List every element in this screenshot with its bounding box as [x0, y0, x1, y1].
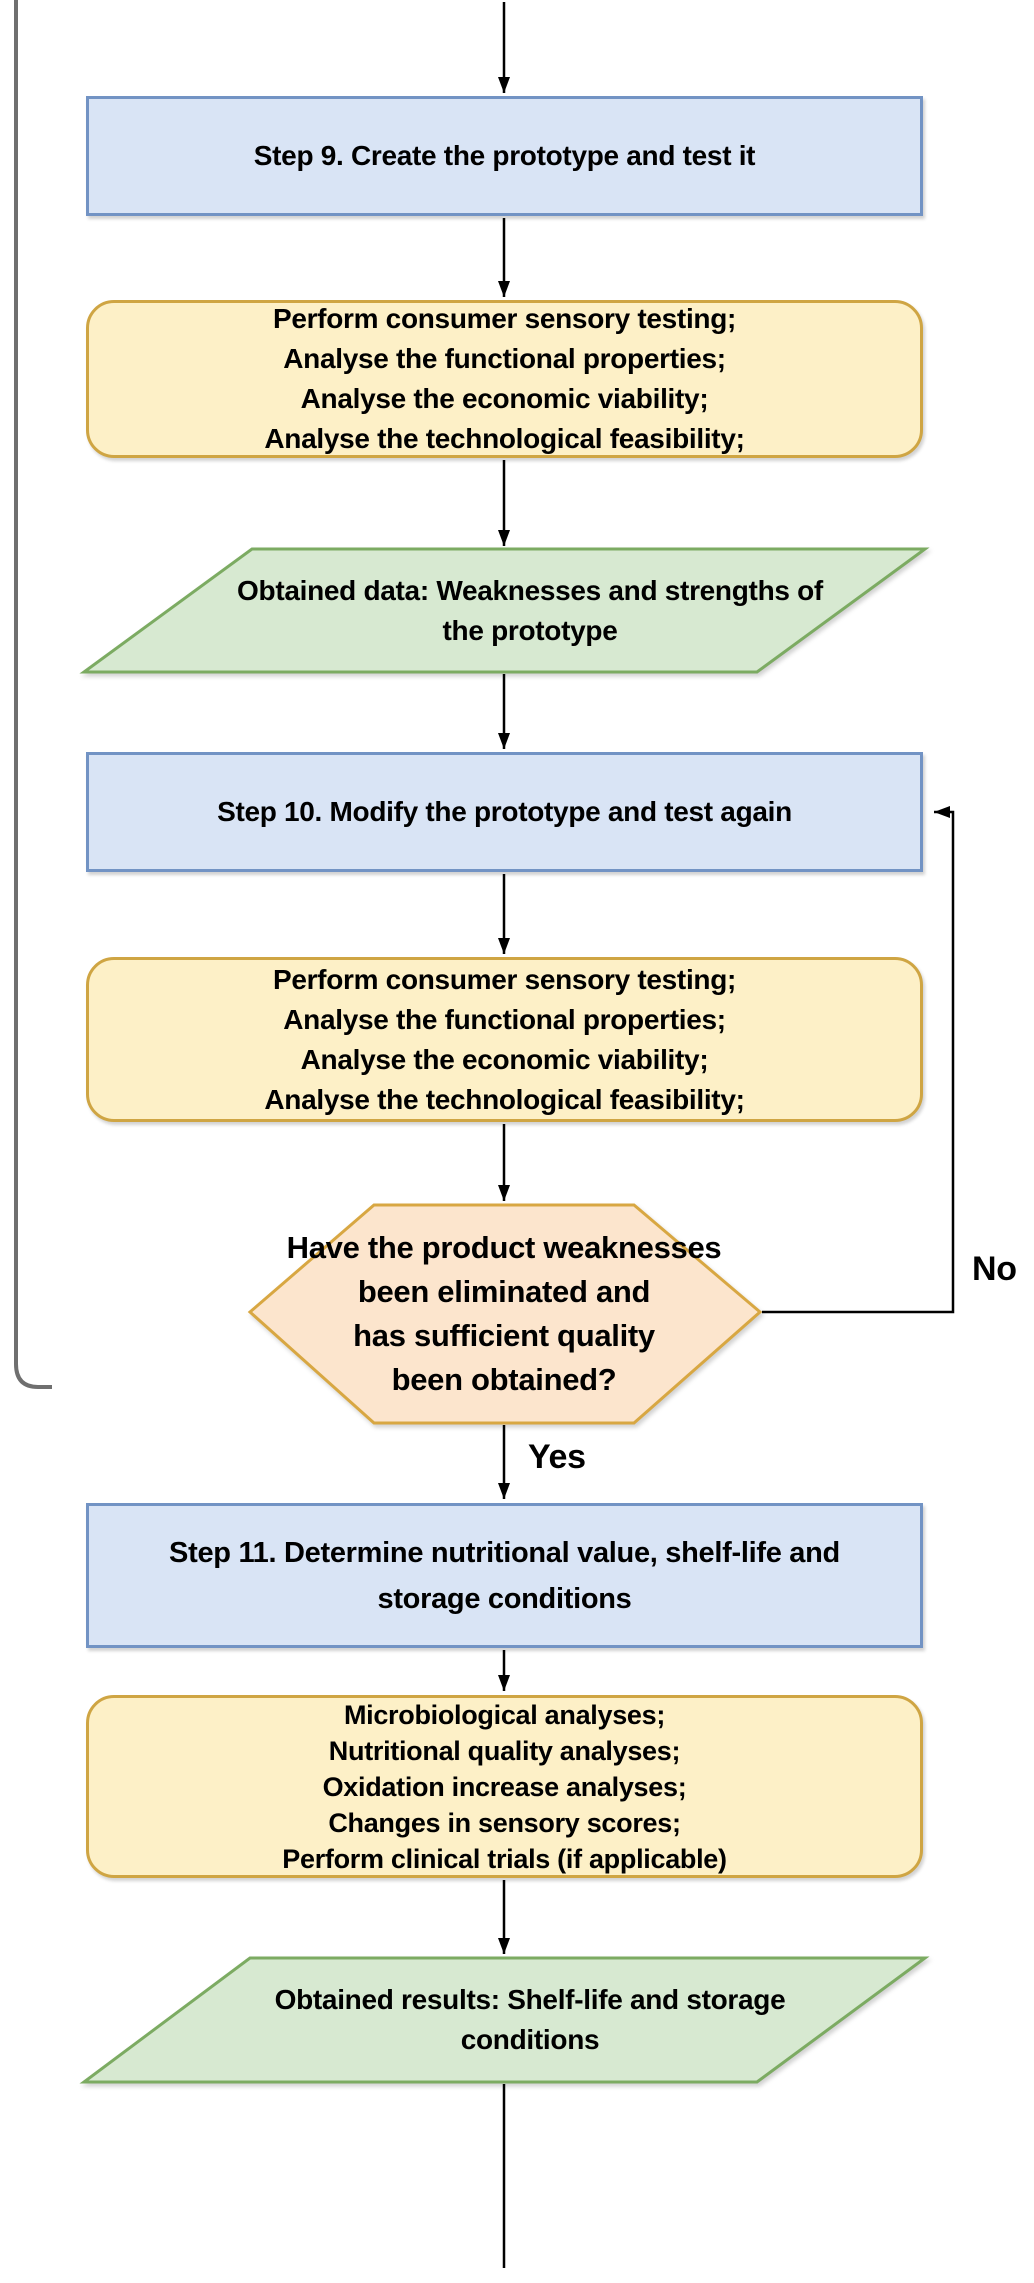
evaluation2-line: Analyse the technological feasibility;: [264, 1083, 745, 1115]
evaluation1-line: Analyse the technological feasibility;: [264, 423, 745, 454]
data1-line: Obtained data: Weaknesses and strengths …: [237, 574, 823, 606]
results-line: conditions: [460, 2024, 600, 2055]
analyses-line: Nutritional quality analyses;: [328, 1735, 681, 1766]
decision-line: has sufficient quality: [353, 1318, 655, 1353]
analyses-line: Changes in sensory scores;: [328, 1807, 681, 1838]
step11-line: Step 11. Determine nutritional value, sh…: [169, 1536, 840, 1569]
evaluation2-line: Analyse the functional properties;: [283, 1003, 726, 1035]
decision-line: been obtained?: [391, 1362, 617, 1397]
step10-label: Step 10. Modify the prototype and test a…: [217, 796, 792, 827]
analyses-line: Microbiological analyses;: [343, 1699, 666, 1730]
left-bracket-line: [14, 0, 52, 1389]
analyses-line: Oxidation increase analyses;: [322, 1771, 687, 1802]
analyses-activity-box: Microbiological analyses; Nutritional qu…: [86, 1695, 923, 1878]
evaluation1-line: Analyse the functional properties;: [283, 343, 726, 374]
data1-text: Obtained data: Weaknesses and strengths …: [110, 549, 950, 672]
data1-line: the prototype: [442, 614, 618, 646]
evaluation1-line: Analyse the economic viability;: [300, 383, 709, 414]
step9-process-box: Step 9. Create the prototype and test it: [86, 96, 923, 216]
step11-process-box: Step 11. Determine nutritional value, sh…: [86, 1503, 923, 1648]
decision-text: Have the product weaknesses been elimina…: [134, 1205, 874, 1423]
step11-line: storage conditions: [377, 1582, 632, 1615]
results-line: Obtained results: Shelf-life and storage: [274, 1984, 786, 2015]
step9-label: Step 9. Create the prototype and test it: [253, 140, 756, 171]
evaluation1-line: Perform consumer sensory testing;: [272, 303, 737, 334]
evaluation2-line: Analyse the economic viability;: [300, 1043, 709, 1075]
decision-line: Have the product weaknesses: [286, 1230, 722, 1265]
evaluation1-activity-box: Perform consumer sensory testing; Analys…: [86, 300, 923, 458]
no-edge-label: No: [972, 1250, 1017, 1288]
evaluation2-activity-box: Perform consumer sensory testing; Analys…: [86, 957, 923, 1122]
yes-edge-label: Yes: [528, 1438, 586, 1476]
decision-line: been eliminated and: [357, 1274, 651, 1309]
analyses-line: Perform clinical trials (if applicable): [282, 1843, 727, 1874]
results-text: Obtained results: Shelf-life and storage…: [110, 1958, 950, 2082]
step10-process-box: Step 10. Modify the prototype and test a…: [86, 752, 923, 872]
evaluation2-line: Perform consumer sensory testing;: [272, 963, 737, 995]
